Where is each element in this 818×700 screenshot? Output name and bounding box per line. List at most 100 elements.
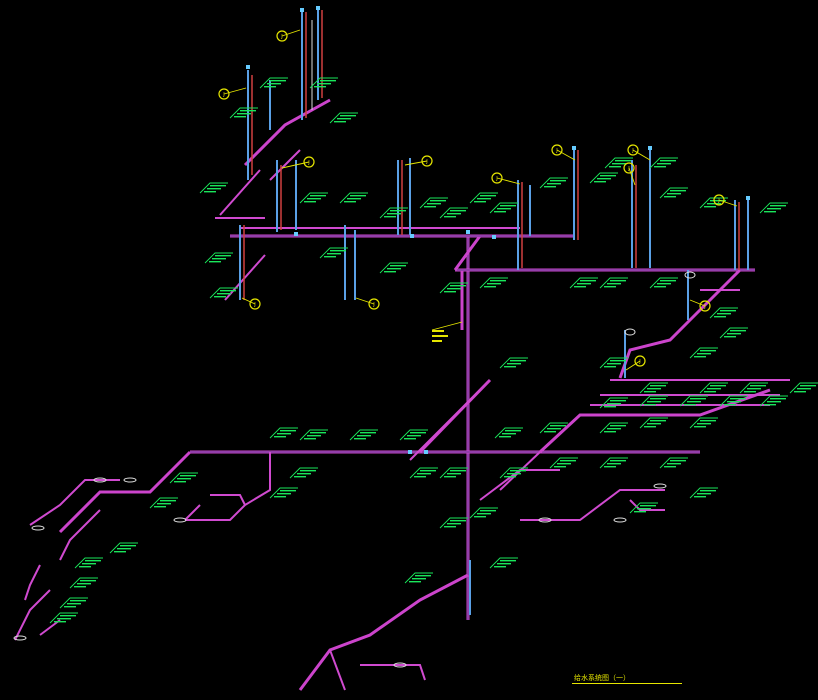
fixture-annotation (169, 472, 198, 484)
fixture-annotation (329, 112, 358, 124)
riser-tag-label: J (638, 359, 640, 365)
fixture-annotation (404, 572, 433, 584)
fixture-annotation (569, 277, 598, 289)
fixture-annotation (604, 157, 633, 169)
fixture-annotation (439, 517, 468, 529)
fixture-annotation (74, 557, 103, 569)
fixture-annotation (599, 277, 628, 289)
riser-tag: J (625, 355, 646, 371)
riser-tag-label: J (307, 160, 309, 166)
fixture-annotation (109, 542, 138, 554)
fixture-annotation (689, 417, 718, 429)
fixture-annotation (229, 107, 258, 119)
fixture-annotation (759, 202, 788, 214)
fixture-annotation (599, 422, 628, 434)
fixture-annotation (689, 487, 718, 499)
fixture-annotation (479, 277, 508, 289)
fixture-annotation (469, 192, 498, 204)
fixture-annotation (209, 287, 238, 299)
fixture-annotation (489, 202, 518, 214)
fixture-annotation (494, 427, 523, 439)
fixture-annotation (649, 157, 678, 169)
riser-tag: J (627, 144, 651, 161)
fixture-annotation (489, 557, 518, 569)
fixture-annotation (599, 357, 628, 369)
fixture-annotation (709, 307, 738, 319)
riser-tag: J (218, 87, 247, 100)
riser-tag-label: J (717, 198, 719, 204)
fixture-annotation (299, 429, 328, 441)
fixture-annotation (539, 177, 568, 189)
fixture-annotation (679, 395, 708, 407)
fixture-annotation (59, 597, 88, 609)
fixture-annotation (589, 172, 618, 184)
riser-tag-label: J (280, 34, 282, 40)
fixture-annotation (549, 457, 578, 469)
fixture-annotation (204, 252, 233, 264)
fixture-annotation (309, 77, 338, 89)
fixture-annotation (289, 467, 318, 479)
fixture-annotation (789, 382, 818, 394)
fixture-annotation (699, 382, 728, 394)
fixture-annotation (299, 192, 328, 204)
fixture-annotation (439, 467, 468, 479)
fixture-annotation (659, 187, 688, 199)
riser-tag-label: J (495, 176, 497, 182)
fixture-annotation (649, 277, 678, 289)
fixture-annotation (349, 429, 378, 441)
valve-group (246, 6, 750, 454)
riser-tag: J (713, 194, 738, 207)
riser-group (239, 8, 749, 615)
fixture-annotation (259, 77, 288, 89)
fixture-annotation (759, 395, 788, 407)
riser-tag: J (491, 172, 521, 185)
fixture-annotation (659, 457, 688, 469)
fixture-annotation (499, 357, 528, 369)
drawing-title-underline (572, 683, 682, 684)
fixture-annotation (419, 197, 448, 209)
fixture-group (13, 271, 696, 668)
fixture-annotation (439, 207, 468, 219)
fixture-annotation (269, 487, 298, 499)
fixture-annotation (339, 192, 368, 204)
riser-tag-label: J (222, 92, 224, 98)
riser-tag-label: J (425, 159, 427, 165)
fixture-annotation (379, 262, 408, 274)
fixture-annotation (699, 197, 728, 209)
fixture-annotation (719, 327, 748, 339)
riser-tag-label: J (627, 166, 629, 172)
riser-tag: J (241, 297, 261, 310)
fixture-annotation (469, 507, 498, 519)
fixture-annotation (399, 429, 428, 441)
fixture-annotation (379, 207, 408, 219)
fixture-annotation (69, 577, 98, 589)
fixture-annotation (639, 417, 668, 429)
fixture-annotation (499, 467, 528, 479)
fixture-annotation (639, 382, 668, 394)
drawing-title: 给水系统图（一） (574, 674, 630, 682)
main-pipe-network (14, 98, 790, 691)
fixture-annotation (199, 182, 228, 194)
fixture-annotation (739, 382, 768, 394)
riser-tag-label: J (253, 302, 255, 308)
riser-tag: J (551, 144, 576, 161)
fixture-annotation (719, 395, 748, 407)
riser-tag: J (276, 29, 301, 42)
yellow-note-block (431, 321, 463, 342)
riser-tag-label: J (555, 148, 557, 154)
riser-tag: J (404, 155, 433, 167)
fixture-annotation (149, 497, 178, 509)
fixture-annotation (639, 395, 668, 407)
riser-tag-label: J (631, 148, 633, 154)
fixture-annotation (539, 422, 568, 434)
riser-tag: J (689, 299, 711, 312)
riser-tag: J (623, 162, 636, 186)
fixture-annotation (689, 347, 718, 359)
fixture-annotation (439, 282, 468, 294)
riser-tag: J (281, 156, 315, 169)
fixture-annotation (599, 457, 628, 469)
fixture-annotation (269, 427, 298, 439)
fixture-annotation (319, 247, 348, 259)
